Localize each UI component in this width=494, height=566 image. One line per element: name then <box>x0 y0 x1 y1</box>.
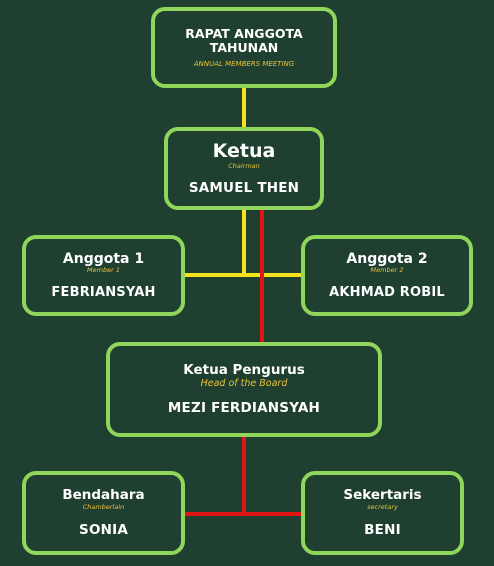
node-title: Sekertaris <box>343 486 422 503</box>
node-bendahara: Bendahara Chamberlain SONIA <box>22 471 185 555</box>
node-title: TAHUNAN <box>209 40 279 56</box>
node-person-name: BENI <box>364 522 401 539</box>
node-title: Ketua Pengurus <box>183 361 305 378</box>
node-anggota-2: Anggota 2 Member 2 AKHMAD ROBIL <box>301 235 473 316</box>
node-person-name: SONIA <box>79 522 128 539</box>
node-subtitle: Chamberlain <box>82 503 125 512</box>
node-subtitle: Member 2 <box>370 265 404 274</box>
node-person-name: SAMUEL THEN <box>188 180 300 197</box>
node-rapat-anggota-tahunan: RAPAT ANGGOTA TAHUNAN ANNUAL MEMBERS MEE… <box>151 7 337 88</box>
node-subtitle: ANNUAL MEMBERS MEETING <box>193 59 295 68</box>
node-anggota-1: Anggota 1 Member 1 FEBRIANSYAH <box>22 235 185 316</box>
node-subtitle: Member 1 <box>87 265 120 274</box>
node-person-name: AKHMAD ROBIL <box>329 285 445 301</box>
node-title: Ketua <box>212 139 276 162</box>
node-person-name: MEZI FERDIANSYAH <box>167 400 321 417</box>
node-subtitle: secretary <box>367 503 398 512</box>
node-title: Anggota 1 <box>62 250 145 267</box>
node-title: Anggota 2 <box>346 250 428 267</box>
node-title: Bendahara <box>62 486 145 503</box>
node-sekertaris: Sekertaris secretary BENI <box>301 471 464 555</box>
node-person-name: FEBRIANSYAH <box>51 285 156 301</box>
node-ketua-pengurus: Ketua Pengurus Head of the Board MEZI FE… <box>106 342 382 437</box>
node-title: RAPAT ANGGOTA <box>185 25 303 41</box>
node-subtitle: Head of the Board <box>200 378 288 390</box>
node-subtitle: Chairman <box>228 162 260 171</box>
node-ketua: Ketua Chairman SAMUEL THEN <box>164 127 324 210</box>
